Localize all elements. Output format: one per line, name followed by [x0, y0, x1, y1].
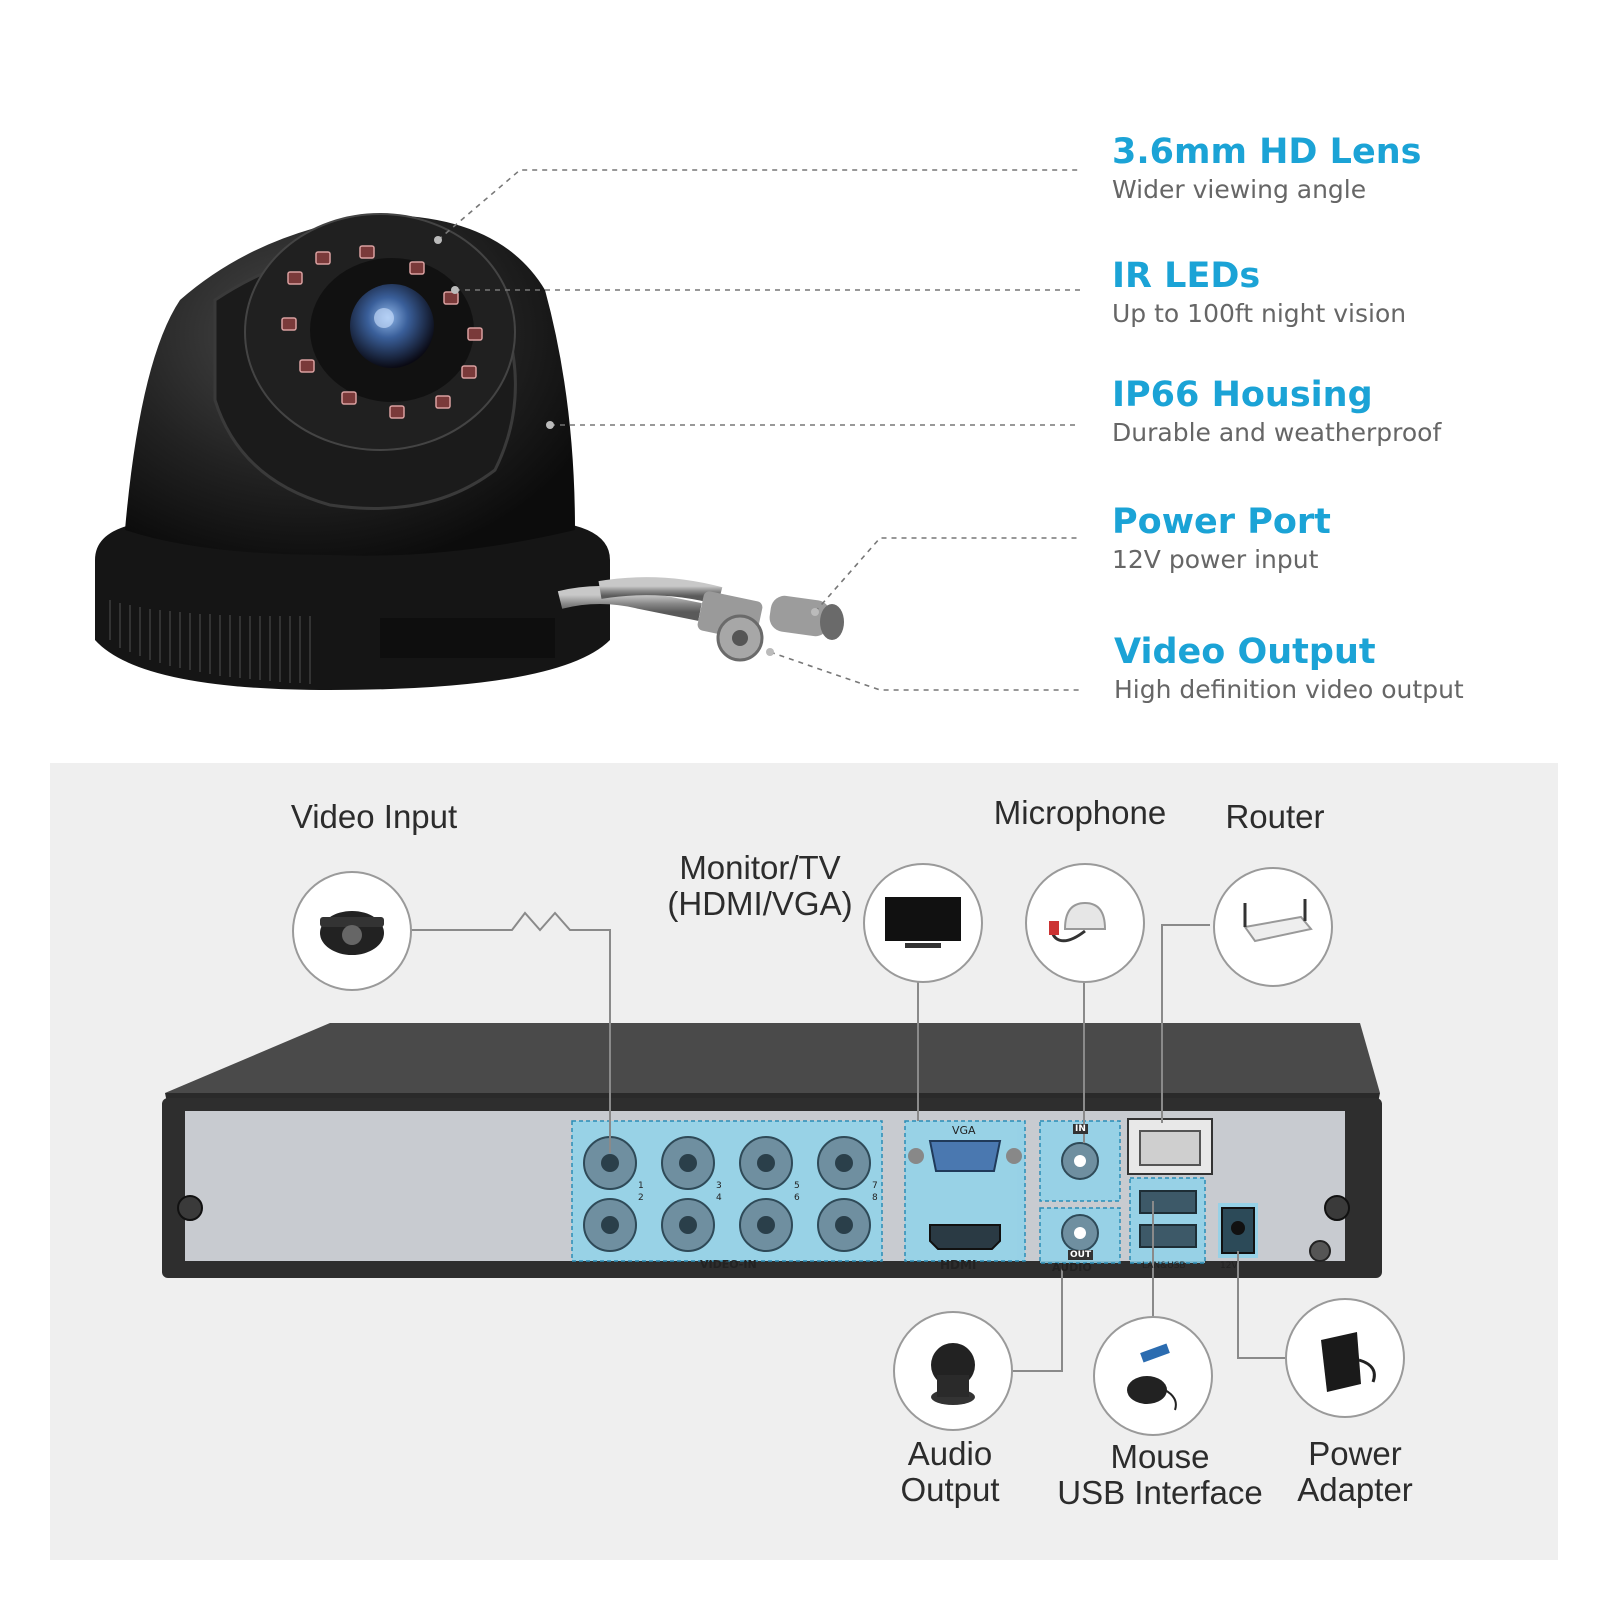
monitor-icon [885, 897, 961, 948]
label-power: 12V [1220, 1261, 1238, 1271]
channel-label-5: 5 [794, 1181, 800, 1191]
power-adapter-circle [1285, 1298, 1405, 1418]
feature-subtitle: Wider viewing angle [1112, 175, 1367, 204]
speaker-icon [931, 1343, 975, 1405]
label-audio-out: OUT [1068, 1250, 1094, 1260]
feature-subtitle: High definition video output [1114, 675, 1464, 704]
monitor-label-line1: Monitor/TV [679, 849, 841, 886]
video-input-circle [292, 871, 412, 991]
camera-illustration [95, 169, 1080, 691]
power-adapter-icon [1321, 1332, 1376, 1392]
channel-label-3: 3 [716, 1181, 722, 1191]
channel-label-6: 6 [794, 1193, 800, 1203]
feature-lens: 3.6mm HD Lens Wider viewing angle [1112, 132, 1421, 206]
audio-output-line2: Output [900, 1471, 1000, 1508]
monitor-circle [863, 863, 983, 983]
feature-subtitle: 12V power input [1112, 545, 1319, 574]
dvr-diagram [162, 911, 1382, 1372]
label-vga: VGA [952, 1124, 976, 1137]
feature-power-port: Power Port 12V power input [1112, 502, 1331, 576]
channel-label-1: 1 [638, 1181, 644, 1191]
feature-title: IP66 Housing [1112, 375, 1373, 415]
power-adapter-label: Power Adapter [1275, 1436, 1435, 1508]
audio-output-line1: Audio [907, 1435, 993, 1472]
mouse-usb-label: Mouse USB Interface [1050, 1439, 1270, 1511]
mouse-icon [1127, 1343, 1177, 1411]
monitor-label-line2: (HDMI/VGA) [667, 885, 853, 922]
dvr-connection-panel: VIDEO-IN VGA HDMI IN OUT AUDIO LAN&USB 1… [50, 763, 1558, 1560]
label-hdmi: HDMI [940, 1258, 977, 1272]
feature-subtitle: Durable and weatherproof [1112, 418, 1442, 447]
mouse-label-line1: Mouse [1110, 1438, 1210, 1475]
label-lan-usb: LAN&USB [1142, 1261, 1186, 1271]
label-video-in: VIDEO-IN [700, 1258, 757, 1271]
router-label: Router [1225, 798, 1325, 835]
feature-title: Power Port [1112, 502, 1331, 542]
router-icon [1243, 899, 1313, 943]
router-circle [1213, 867, 1333, 987]
channel-label-4: 4 [716, 1193, 722, 1203]
feature-ir-leds: IR LEDs Up to 100ft night vision [1112, 256, 1406, 330]
channel-label-2: 2 [638, 1193, 644, 1203]
label-audio-in: IN [1073, 1124, 1088, 1134]
audio-output-label: Audio Output [880, 1436, 1020, 1508]
feature-housing: IP66 Housing Durable and weatherproof [1112, 375, 1441, 449]
mouse-label-line2: USB Interface [1057, 1474, 1263, 1511]
feature-title: 3.6mm HD Lens [1112, 132, 1422, 172]
microphone-icon [1049, 901, 1107, 943]
microphone-circle [1025, 863, 1145, 983]
channel-label-7: 7 [872, 1181, 878, 1191]
power-label-line1: Power [1308, 1435, 1402, 1472]
microphone-label: Microphone [993, 794, 1167, 831]
audio-output-circle [893, 1311, 1013, 1431]
channel-label-8: 8 [872, 1193, 878, 1203]
video-input-label: Video Input [290, 798, 458, 835]
feature-subtitle: Up to 100ft night vision [1112, 299, 1407, 328]
label-audio: AUDIO [1052, 1261, 1092, 1274]
monitor-label: Monitor/TV (HDMI/VGA) [660, 850, 860, 922]
mouse-usb-circle [1093, 1316, 1213, 1436]
feature-title: IR LEDs [1112, 256, 1261, 296]
feature-video-output: Video Output High definition video outpu… [1114, 632, 1464, 706]
power-label-line2: Adapter [1297, 1471, 1413, 1508]
camera-icon [320, 911, 384, 955]
feature-title: Video Output [1114, 632, 1376, 672]
